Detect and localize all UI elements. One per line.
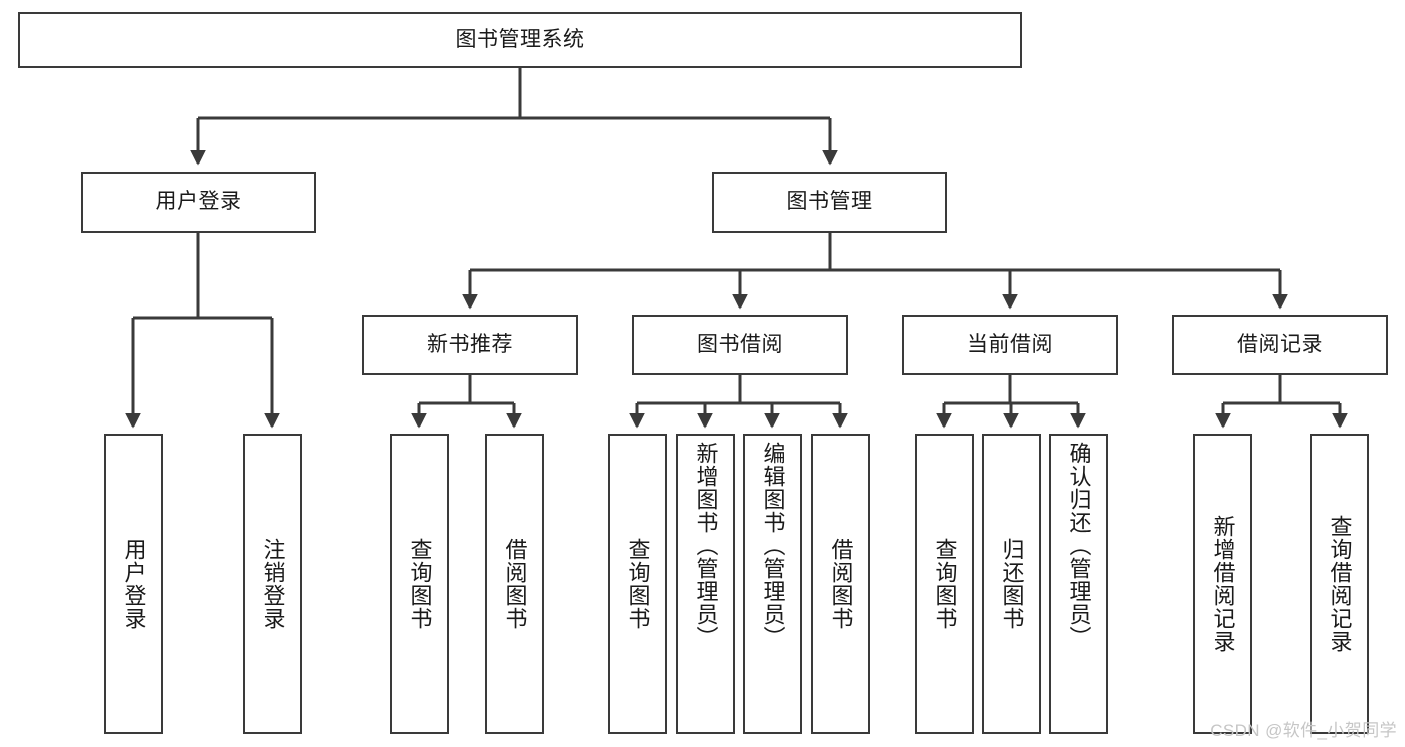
node-label: 用户登录 <box>155 190 242 214</box>
leaf-current-return-book[interactable]: 归还图书 <box>982 434 1041 734</box>
leaf-borrow-query-book[interactable]: 查询图书 <box>608 434 667 734</box>
node-label: 新增借阅记录 <box>1210 515 1236 653</box>
leaf-borrow-borrow-book[interactable]: 借阅图书 <box>811 434 870 734</box>
node-label: 新增图书（管理员） <box>693 442 719 649</box>
leaf-record-query-record[interactable]: 查询借阅记录 <box>1310 434 1369 734</box>
csdn-watermark: CSDN @软件_小贺同学 <box>1210 721 1397 740</box>
node-book-borrow[interactable]: 图书借阅 <box>632 315 848 375</box>
node-label: 当前借阅 <box>967 332 1053 356</box>
node-label: 借阅图书 <box>502 538 528 630</box>
node-label: 用户登录 <box>121 538 147 630</box>
leaf-user-login[interactable]: 用户登录 <box>104 434 163 734</box>
node-new-book-recommend[interactable]: 新书推荐 <box>362 315 578 375</box>
node-book-management[interactable]: 图书管理 <box>712 172 947 233</box>
node-label: 归还图书 <box>999 538 1025 630</box>
node-label: 图书管理系统 <box>455 27 585 51</box>
leaf-current-confirm-return[interactable]: 确认归还（管理员） <box>1049 434 1108 734</box>
node-label: 注销登录 <box>260 538 286 630</box>
leaf-borrow-edit-book[interactable]: 编辑图书（管理员） <box>743 434 802 734</box>
node-label: 图书管理 <box>786 190 873 214</box>
node-label: 编辑图书（管理员） <box>760 442 786 649</box>
node-label: 查询借阅记录 <box>1327 515 1353 653</box>
node-label: 查询图书 <box>407 538 433 630</box>
node-label: 查询图书 <box>932 538 958 630</box>
leaf-recommend-query-book[interactable]: 查询图书 <box>390 434 449 734</box>
node-label: 新书推荐 <box>427 332 513 356</box>
leaf-record-add-record[interactable]: 新增借阅记录 <box>1193 434 1252 734</box>
leaf-user-logout[interactable]: 注销登录 <box>243 434 302 734</box>
node-root-system[interactable]: 图书管理系统 <box>18 12 1022 68</box>
node-label: 确认归还（管理员） <box>1066 442 1092 649</box>
node-current-borrow[interactable]: 当前借阅 <box>902 315 1118 375</box>
node-label: 借阅记录 <box>1237 332 1323 356</box>
leaf-borrow-add-book[interactable]: 新增图书（管理员） <box>676 434 735 734</box>
leaf-recommend-borrow-book[interactable]: 借阅图书 <box>485 434 544 734</box>
node-label: 查询图书 <box>625 538 651 630</box>
node-label: 图书借阅 <box>697 332 783 356</box>
node-user-login[interactable]: 用户登录 <box>81 172 316 233</box>
node-borrow-record[interactable]: 借阅记录 <box>1172 315 1388 375</box>
node-label: 借阅图书 <box>828 538 854 630</box>
leaf-current-query-book[interactable]: 查询图书 <box>915 434 974 734</box>
